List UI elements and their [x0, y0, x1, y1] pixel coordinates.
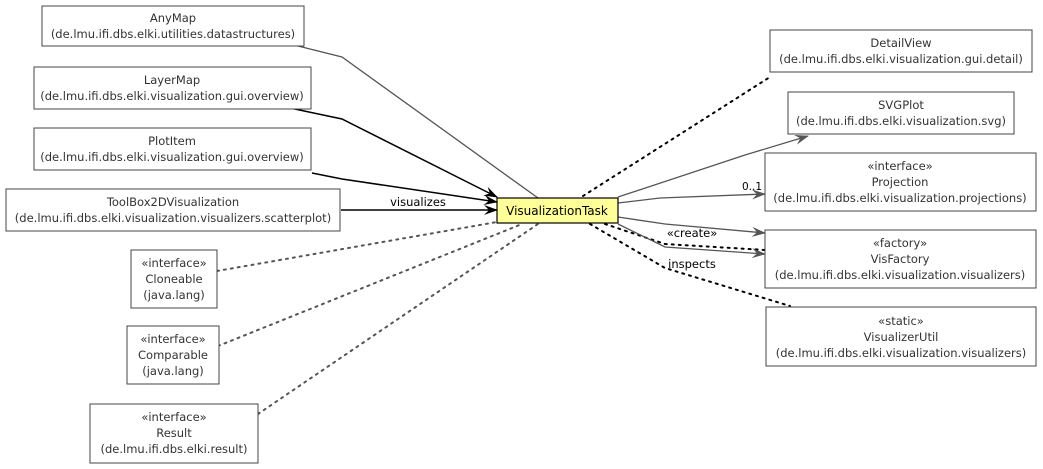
- edge-label-visualizes: visualizes: [390, 195, 446, 209]
- edge-anymap: [289, 43, 539, 199]
- node-result-stereotype: «interface»: [141, 410, 206, 424]
- node-visualizerutil-stereotype: «static»: [878, 314, 924, 328]
- edge-svgplot: [617, 134, 809, 198]
- node-svgplot[interactable]: SVGPlot (de.lmu.ifi.dbs.elki.visualizati…: [787, 91, 1015, 135]
- node-visualizationtask-name: VisualizationTask: [506, 204, 608, 218]
- edge-visfactory-solid: [617, 216, 766, 237]
- node-projection-package: (de.lmu.ifi.dbs.elki.visualization.proje…: [773, 191, 1026, 205]
- edge-label-multiplicity: 0..1: [742, 181, 762, 193]
- node-detailview-name: DetailView: [870, 36, 931, 50]
- node-result-package: (de.lmu.ifi.dbs.elki.result): [100, 442, 247, 456]
- node-visualizationtask[interactable]: VisualizationTask: [496, 197, 619, 224]
- node-visfactory-name: VisFactory: [871, 252, 930, 266]
- node-visfactory-package: (de.lmu.ifi.dbs.elki.visualization.visua…: [775, 268, 1026, 282]
- node-svgplot-name: SVGPlot: [878, 98, 924, 112]
- node-visualizerutil[interactable]: «static» VisualizerUtil (de.lmu.ifi.dbs.…: [765, 306, 1037, 367]
- node-layermap[interactable]: LayerMap (de.lmu.ifi.dbs.elki.visualizat…: [33, 66, 312, 110]
- node-result[interactable]: «interface» Result (de.lmu.ifi.dbs.elki.…: [89, 403, 259, 464]
- node-anymap-name: AnyMap: [150, 11, 196, 25]
- edge-cloneable: [216, 221, 498, 272]
- node-visualizerutil-package: (de.lmu.ifi.dbs.elki.visualization.visua…: [776, 346, 1027, 360]
- edge-comparable: [217, 223, 523, 347]
- node-projection-stereotype: «interface»: [867, 159, 932, 173]
- node-comparable[interactable]: «interface» Comparable (java.lang): [126, 325, 220, 385]
- node-result-name: Result: [156, 426, 192, 440]
- node-plotitem-package: (de.lmu.ifi.dbs.elki.visualization.gui.o…: [40, 150, 304, 164]
- node-comparable-package: (java.lang): [142, 364, 204, 378]
- node-detailview-package: (de.lmu.ifi.dbs.elki.visualization.gui.d…: [779, 52, 1023, 66]
- node-anymap[interactable]: AnyMap (de.lmu.ifi.dbs.elki.utilities.da…: [41, 5, 305, 47]
- node-plotitem-name: PlotItem: [148, 134, 196, 148]
- node-toolbox-package: (de.lmu.ifi.dbs.elki.visualization.visua…: [15, 211, 331, 225]
- node-svgplot-package: (de.lmu.ifi.dbs.elki.visualization.svg): [796, 114, 1006, 128]
- edge-plotitem: [311, 172, 498, 206]
- edge-label-inspects: inspects: [668, 257, 716, 271]
- node-toolbox[interactable]: ToolBox2DVisualization (de.lmu.ifi.dbs.e…: [5, 188, 341, 232]
- node-layermap-name: LayerMap: [144, 73, 200, 87]
- node-cloneable-name: Cloneable: [145, 272, 202, 286]
- node-projection-name: Projection: [872, 175, 929, 189]
- edges: [216, 43, 809, 415]
- edge-result: [257, 223, 539, 415]
- edge-detailview: [582, 76, 771, 197]
- node-layermap-package: (de.lmu.ifi.dbs.elki.visualization.gui.o…: [40, 89, 304, 103]
- node-cloneable[interactable]: «interface» Cloneable (java.lang): [130, 249, 218, 309]
- node-visualizerutil-name: VisualizerUtil: [864, 330, 939, 344]
- edge-projection: [617, 189, 766, 204]
- node-toolbox-name: ToolBox2DVisualization: [106, 195, 239, 209]
- node-visfactory-stereotype: «factory»: [873, 236, 927, 250]
- edge-visualizerutil: [589, 223, 791, 307]
- node-visfactory[interactable]: «factory» VisFactory (de.lmu.ifi.dbs.elk…: [764, 229, 1037, 289]
- node-anymap-package: (de.lmu.ifi.dbs.elki.utilities.datastruc…: [51, 27, 295, 41]
- node-comparable-stereotype: «interface»: [140, 332, 205, 346]
- node-cloneable-stereotype: «interface»: [141, 256, 206, 270]
- node-comparable-name: Comparable: [138, 348, 208, 362]
- edge-visfactory-dotted: [604, 223, 766, 251]
- node-cloneable-package: (java.lang): [143, 288, 205, 302]
- node-projection[interactable]: «interface» Projection (de.lmu.ifi.dbs.e…: [764, 152, 1037, 212]
- edge-layermap: [289, 107, 498, 198]
- node-plotitem[interactable]: PlotItem (de.lmu.ifi.dbs.elki.visualizat…: [33, 127, 312, 171]
- edge-visfactory-solid2: [617, 223, 766, 259]
- edge-label-create: «create»: [667, 226, 718, 240]
- node-detailview[interactable]: DetailView (de.lmu.ifi.dbs.elki.visualiz…: [769, 29, 1033, 73]
